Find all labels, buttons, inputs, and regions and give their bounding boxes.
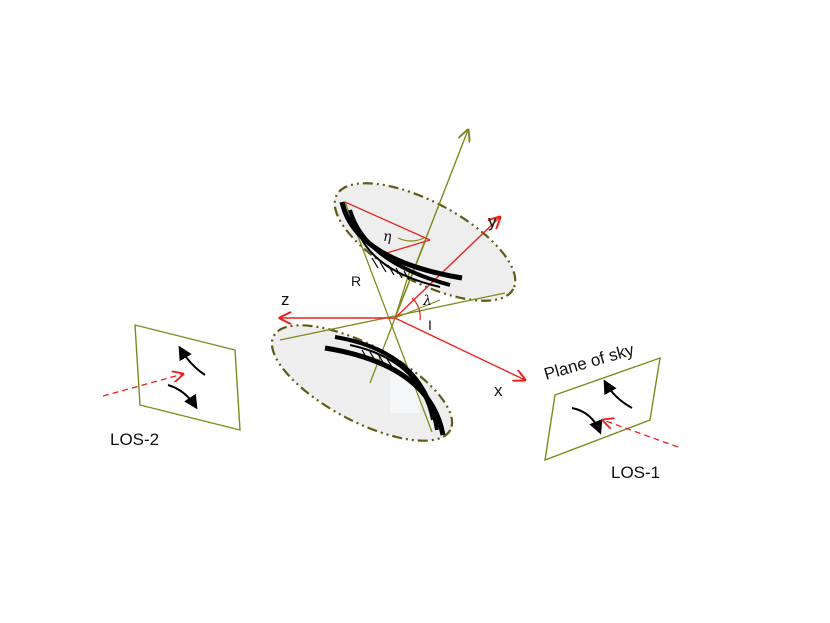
eta-arc [397,237,425,242]
lower-cone-base [270,324,454,442]
los1-dashed-arrow [603,420,679,448]
label-x: x [494,381,503,400]
label-eta: η [383,229,392,245]
upper-ribbon-arcs [339,201,463,288]
label-radius: R [351,273,361,289]
plane-left [102,324,241,431]
label-z: z [281,290,290,309]
x-axis-arrow [394,317,525,380]
y-axis-arrow [394,217,500,319]
upper-hatching [371,257,410,281]
label-inclination: I [428,317,432,333]
radius-lines [344,201,431,256]
cone-axis-arrow [394,130,468,319]
lower-ribbon-arcs [324,335,446,436]
label-lambda: λ [422,293,432,309]
label-los1: LOS-1 [611,463,660,482]
los2-dashed-arrow [102,374,183,397]
label-los2: LOS-2 [110,430,159,449]
plane-of-sky-right [544,356,679,462]
label-y: y [488,212,497,231]
label-plane-of-sky: Plane of sky [542,340,637,384]
lower-hatching [361,349,393,368]
lambda-ray [394,299,441,319]
